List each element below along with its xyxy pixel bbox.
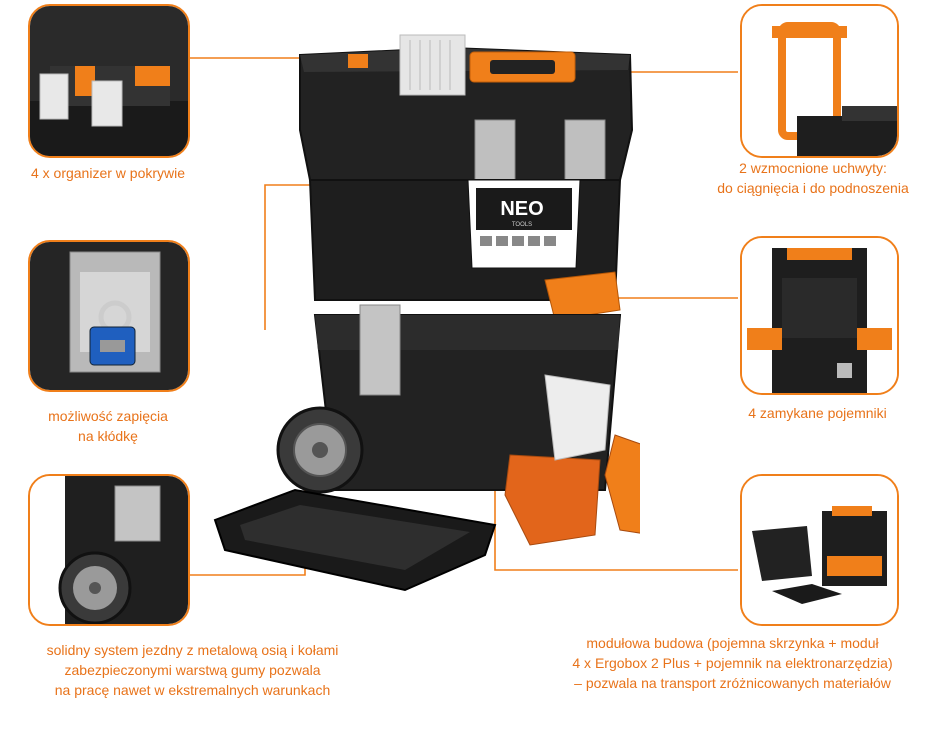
ergobox-bin-2	[604, 434, 640, 534]
ergobox-bin-1	[504, 454, 601, 546]
caption-wheels-line1: solidny system jezdny z metalową osią i …	[46, 642, 339, 658]
metal-latch-left	[474, 119, 516, 181]
callout-wheels-image	[28, 474, 190, 626]
caption-padlock-line2: na kłódkę	[78, 428, 138, 444]
caption-padlock: możliwość zapięcia na kłódkę	[18, 406, 198, 446]
caption-modular-line2: 4 x Ergobox 2 Plus + pojemnik na elektro…	[572, 655, 893, 671]
ergobox-lid	[544, 374, 611, 461]
logo-text: NEO	[500, 198, 543, 220]
callout-containers-image	[740, 236, 899, 395]
caption-wheels-line2: zabezpieczonymi warstwą gumy pozwala	[64, 662, 321, 678]
caption-modular: modułowa budowa (pojemna skrzynka + modu…	[540, 633, 925, 693]
caption-containers: 4 zamykane pojemniki	[748, 405, 887, 421]
caption-handles-line2: do ciągnięcia i do podnoszenia	[717, 180, 909, 196]
caption-wheels-line3: na pracę nawet w ekstremalnych warunkach	[54, 682, 331, 698]
toolbox-product-image: NEO TOOLS	[213, 34, 640, 592]
metal-latch-right	[564, 119, 606, 181]
ergobox-orange-bin	[544, 271, 621, 321]
caption-organizer: 4 x organizer w pokrywie	[30, 165, 186, 181]
caption-padlock-line1: możliwość zapięcia	[48, 408, 168, 424]
callout-organizer-image	[28, 4, 190, 158]
caption-handles: 2 wzmocnione uchwyty: do ciągnięcia i do…	[698, 158, 925, 198]
caption-wheels: solidny system jezdny z metalową osią i …	[5, 640, 380, 700]
caption-handles-line1: 2 wzmocnione uchwyty:	[739, 160, 887, 176]
callout-modular-image	[740, 474, 899, 626]
logo-panel	[476, 188, 572, 230]
logo-subtext: TOOLS	[512, 222, 532, 228]
lid-organizer-insert	[399, 34, 466, 96]
caption-modular-line3: – pozwala na transport zróżnicowanych ma…	[574, 675, 891, 691]
caption-modular-line1: modułowa budowa (pojemna skrzynka + modu…	[586, 635, 879, 651]
callout-padlock-image	[28, 240, 190, 392]
callout-handles-image	[740, 4, 899, 158]
side-latch	[359, 304, 401, 396]
